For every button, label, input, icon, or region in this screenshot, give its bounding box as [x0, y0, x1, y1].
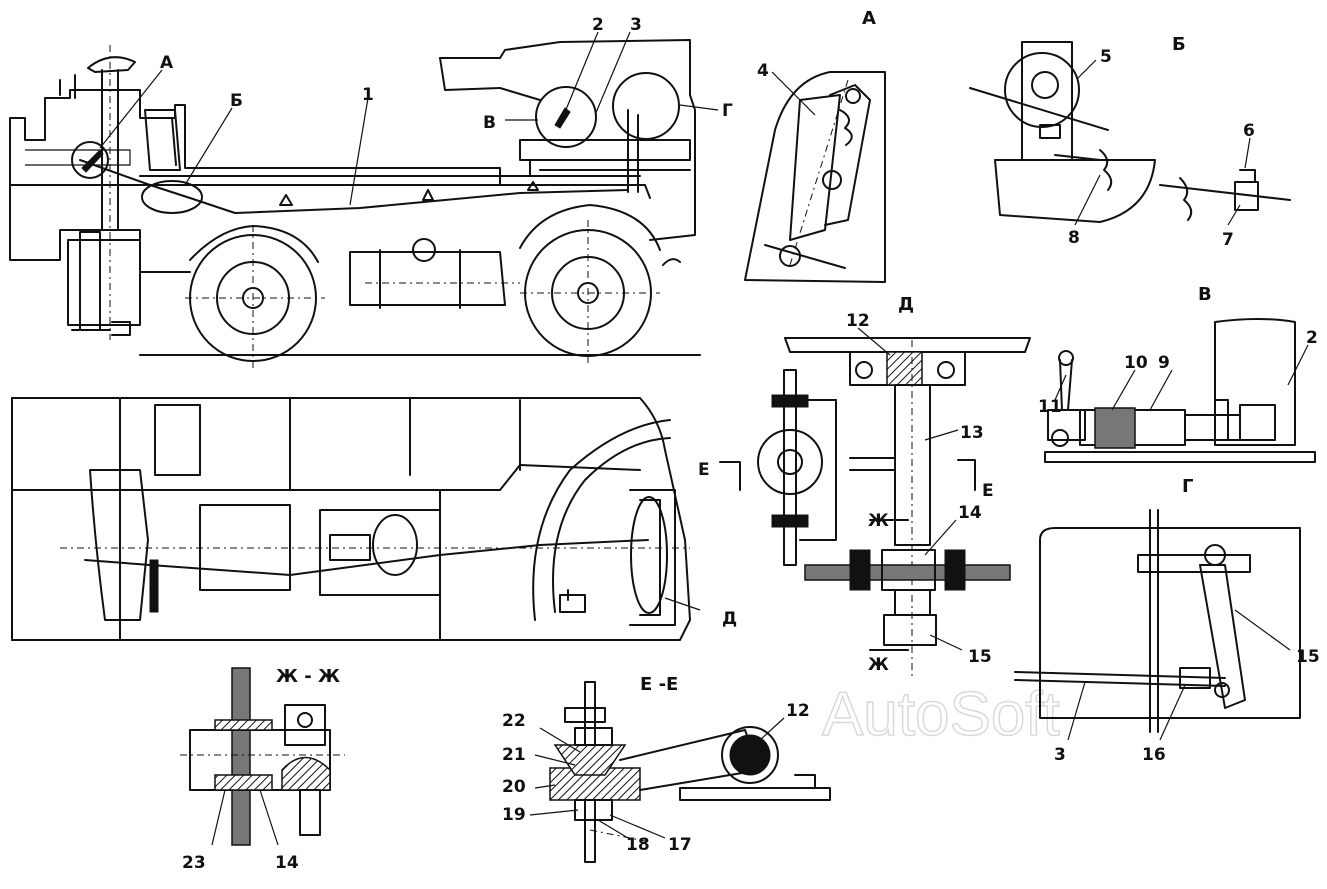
- part-label-22: 22: [502, 711, 526, 731]
- label-view-g-callout: Г: [722, 101, 733, 121]
- view-v-title: В: [1198, 284, 1212, 305]
- part-label-8: 8: [1068, 228, 1080, 248]
- view-d: Д: [719, 294, 1031, 680]
- truck-top-view: [11, 397, 691, 641]
- part-label-6: 6: [1243, 121, 1255, 141]
- part-label-23: 23: [182, 853, 206, 873]
- view-b-title: Б: [1172, 34, 1186, 55]
- marker-e-left: Е: [698, 460, 710, 480]
- part-label-12: 12: [846, 311, 870, 331]
- part-label-14-section: 14: [275, 853, 299, 873]
- marker-zh-top: Ж: [868, 511, 889, 531]
- part-label-17: 17: [668, 835, 692, 855]
- part-label-15-view-g: 15: [1296, 647, 1320, 667]
- part-label-10: 10: [1124, 353, 1148, 373]
- part-label-4: 4: [757, 61, 769, 81]
- view-a: А: [744, 8, 886, 283]
- part-label-18: 18: [626, 835, 650, 855]
- part-label-1: 1: [362, 85, 374, 105]
- watermark: AutoSoft: [822, 680, 1060, 749]
- label-view-v-callout: В: [483, 113, 496, 133]
- part-label-15: 15: [968, 647, 992, 667]
- part-labels: А Б 1 2 3 В Г 4 5 6 7 8 9 10 11 2 12 13 …: [160, 15, 1320, 873]
- part-label-2: 2: [592, 15, 604, 35]
- part-label-21: 21: [502, 745, 526, 765]
- truck-side-view: [9, 39, 701, 370]
- view-b: Б: [969, 34, 1291, 223]
- section-e-e: Е -Е: [549, 674, 831, 863]
- part-label-13: 13: [960, 423, 984, 443]
- view-v: В: [1044, 284, 1316, 463]
- view-a-title: А: [862, 8, 876, 29]
- marker-e-right: Е: [982, 481, 994, 501]
- part-label-5: 5: [1100, 47, 1112, 67]
- section-e-e-title: Е -Е: [640, 674, 678, 695]
- section-zh-zh-title: Ж - Ж: [276, 666, 340, 687]
- part-label-3-view-g: 3: [1054, 745, 1066, 765]
- part-label-14: 14: [958, 503, 982, 523]
- leader-lines: [99, 31, 1309, 846]
- part-label-12-section: 12: [786, 701, 810, 721]
- marker-zh-bottom: Ж: [868, 655, 889, 675]
- label-view-d-callout: Д: [722, 609, 737, 629]
- part-label-2-view-v: 2: [1306, 328, 1318, 348]
- part-label-20: 20: [502, 777, 526, 797]
- part-label-11: 11: [1038, 397, 1062, 417]
- section-zh-zh: Ж - Ж: [180, 666, 345, 846]
- view-d-title: Д: [898, 294, 914, 315]
- part-label-3: 3: [630, 15, 642, 35]
- view-g-title: Г: [1182, 476, 1193, 497]
- part-label-16: 16: [1142, 745, 1166, 765]
- part-label-19: 19: [502, 805, 526, 825]
- part-label-9: 9: [1158, 353, 1170, 373]
- label-view-b-callout: Б: [230, 91, 243, 111]
- label-view-a-callout: А: [160, 53, 174, 73]
- view-g: Г: [1014, 476, 1301, 733]
- part-label-7: 7: [1222, 230, 1234, 250]
